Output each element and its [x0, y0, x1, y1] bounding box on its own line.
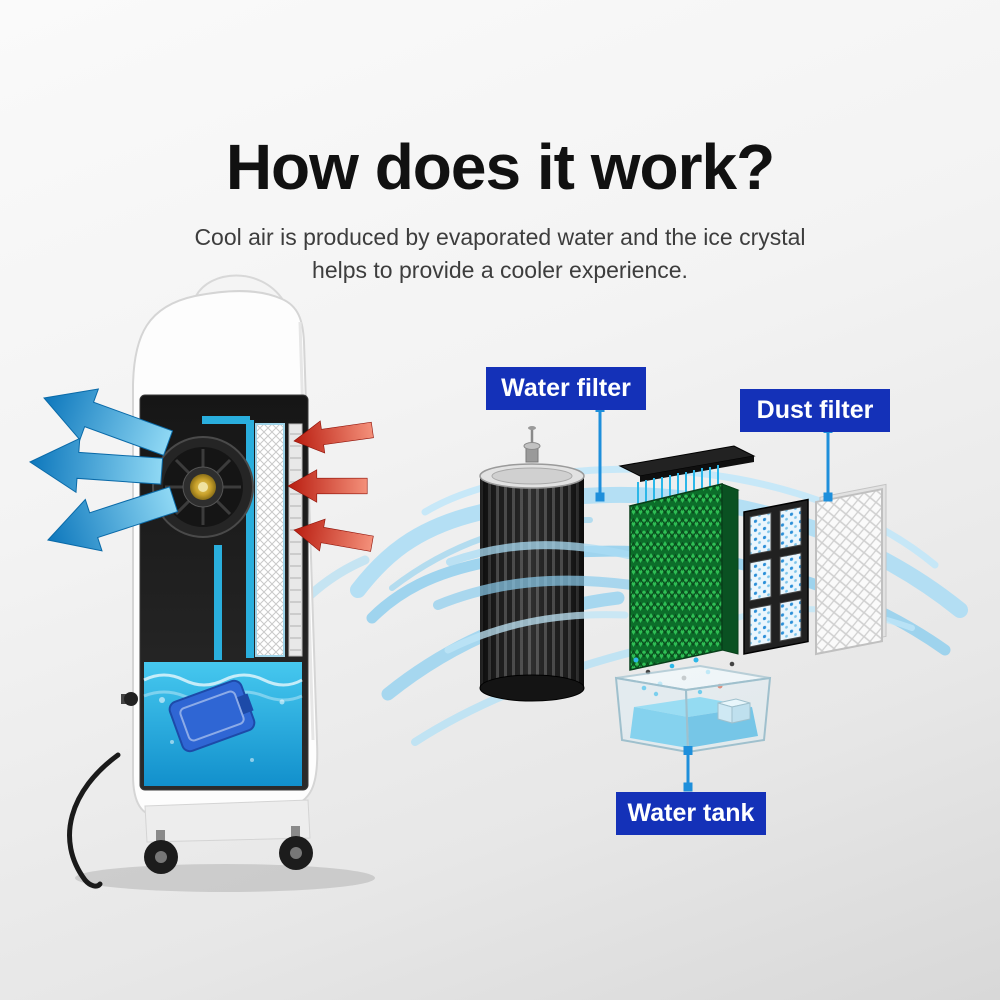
floor-shadow	[75, 864, 375, 892]
power-knob	[121, 692, 138, 706]
honeycomb-pad	[628, 483, 740, 671]
dust-filter-label: Dust filter	[740, 389, 890, 432]
water-filter-label: Water filter	[486, 367, 646, 410]
ice-pack	[168, 679, 256, 753]
internal-water-tank	[143, 662, 303, 786]
ice-cube	[717, 698, 751, 724]
power-cord	[67, 752, 121, 889]
airflow-swooshes-front	[433, 541, 637, 654]
subtitle-line-1: Cool air is produced by evaporated water…	[194, 224, 806, 250]
dust-filter-mesh	[815, 483, 887, 656]
page-subtitle: Cool air is produced by evaporated water…	[0, 221, 1000, 287]
caster-wheels	[144, 826, 313, 874]
louver-grille	[288, 423, 303, 657]
subtitle-line-2: helps to provide a cooler experience.	[312, 257, 688, 283]
air-cooler-cutaway	[67, 274, 375, 892]
water-tank-graphic	[614, 664, 772, 754]
fan-icon	[152, 436, 254, 538]
page-title: How does it work?	[225, 131, 775, 203]
dust-filter-frame	[743, 498, 809, 655]
honeycomb-strip	[255, 423, 285, 657]
water-filter-cylinder	[479, 426, 585, 702]
cooler-base	[144, 799, 311, 843]
drip-plate	[618, 445, 756, 512]
water-tank-label: Water tank	[616, 792, 766, 835]
air-duct	[202, 416, 254, 660]
